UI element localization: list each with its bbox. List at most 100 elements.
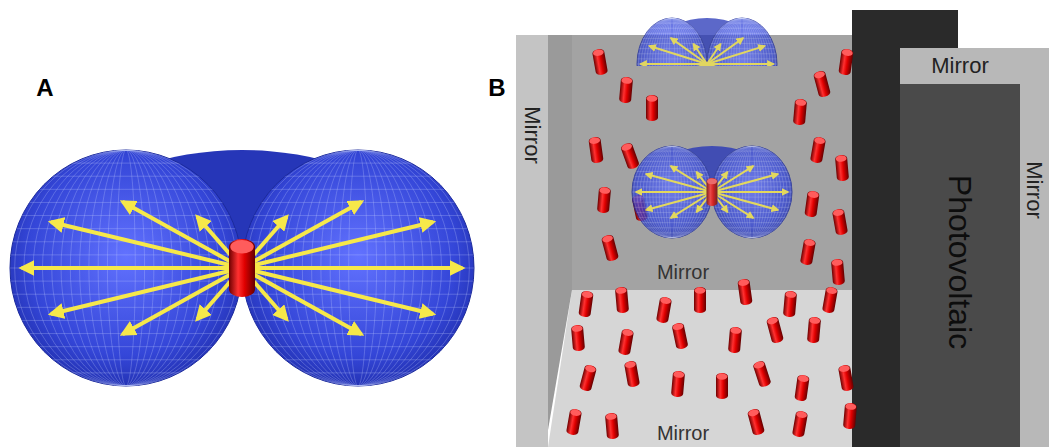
cylinder-top [616, 287, 627, 294]
mirror-label: Mirror [931, 55, 988, 77]
cylinder-top [809, 317, 820, 324]
cylinder-body [838, 48, 854, 75]
cylinder-body [793, 99, 807, 126]
right-mirror [900, 48, 1049, 447]
cylinder-body [566, 408, 582, 436]
mirror-label: Mirror [657, 262, 709, 282]
cylinder-top [606, 413, 617, 420]
emission-arrow [51, 268, 242, 314]
emitter-cylinder [794, 374, 810, 401]
mirror-label: Mirror [657, 423, 709, 443]
emission-arrow [51, 222, 242, 268]
emission-arrows [22, 202, 463, 334]
upper-pattern [637, 18, 777, 66]
cylinder-top [836, 155, 847, 162]
cylinder-top [621, 142, 633, 152]
cylinder-top [839, 365, 851, 373]
cylinder-body [624, 360, 640, 388]
cylinder-top [826, 287, 838, 295]
emission-arrow [22, 266, 242, 270]
torus-grid [632, 146, 792, 238]
cylinder-body [694, 287, 706, 313]
cylinder-top [625, 361, 637, 369]
cylinder-top [673, 371, 684, 378]
emitter-cylinder [783, 291, 797, 318]
cylinder-top [582, 291, 594, 299]
emission-arrow [671, 192, 712, 218]
torus-lobe [10, 150, 242, 386]
back-mirror [572, 35, 852, 290]
cylinder-body [810, 136, 826, 164]
cylinder-top [833, 209, 845, 217]
cylinder-body [838, 364, 854, 392]
torus-lobe [712, 146, 792, 238]
cylinder-top [570, 409, 582, 417]
cylinder-body [671, 322, 688, 350]
emitter-cylinder [831, 259, 845, 286]
cylinder-top [832, 259, 843, 266]
emission-arrow [707, 38, 743, 64]
emission-arrow [123, 268, 242, 334]
emitter-cylinder [588, 136, 604, 163]
emitter-cylinder [804, 190, 820, 217]
emitter-cylinder [792, 410, 808, 438]
emitter-cylinder [838, 48, 854, 75]
cylinder-body [728, 327, 742, 354]
emitter-cylinder [752, 360, 771, 388]
cylinder-body [571, 325, 585, 352]
panel-letter: B [488, 76, 505, 100]
cylinder-top [814, 137, 826, 145]
cylinder-top [584, 365, 596, 374]
cylinder-body [716, 373, 728, 399]
cylinder-body [592, 48, 608, 76]
emission-arrows [636, 166, 788, 218]
cylinder-top [804, 239, 816, 247]
cylinder-body [578, 290, 594, 317]
emitter-cylinder [807, 317, 821, 344]
emitter-cylinder [813, 70, 831, 98]
panel-b [516, 10, 1049, 447]
cylinder-top [602, 235, 614, 244]
emission-arrow [712, 191, 788, 193]
emission-arrow [712, 192, 753, 218]
emission-arrow [671, 64, 707, 66]
emission-arrow [712, 192, 778, 210]
emission-arrow [671, 38, 707, 64]
cylinder-body [783, 291, 797, 318]
emitter-cylinder [747, 408, 765, 436]
cylinder-body [832, 208, 848, 236]
emitter-field [566, 48, 857, 439]
emitter-cylinder [597, 187, 611, 214]
cylinder-top [717, 373, 728, 379]
emitter-cylinder [620, 142, 640, 171]
cylinder-body [792, 410, 808, 438]
mirror-label: Mirror [1023, 161, 1045, 218]
cylinder-top [672, 323, 684, 331]
emitter-cylinder [835, 155, 849, 182]
emitter-cylinder [766, 316, 784, 344]
photovoltaic-panel [900, 84, 1020, 447]
cylinder-body [707, 178, 718, 206]
emission-arrow [636, 191, 712, 193]
emitter-cylinder [793, 99, 807, 126]
floor-mirror [548, 290, 900, 447]
cylinder-body [752, 360, 771, 388]
emission-arrow [242, 202, 361, 268]
cylinder-top [660, 297, 672, 305]
left-mirror [516, 35, 548, 447]
emission-arrow [649, 64, 707, 66]
emitter-cylinder [832, 208, 848, 236]
cylinder-top [572, 325, 583, 332]
cylinder-body [618, 328, 634, 356]
cylinder-body [800, 238, 816, 266]
emitter-cylinder [619, 77, 633, 104]
cylinder-body [831, 259, 845, 286]
cylinder-body [615, 287, 629, 314]
cylinder-body [646, 95, 658, 121]
cylinder-top [798, 375, 810, 383]
torus-lobe [632, 146, 712, 238]
emitter-cylinder [656, 296, 672, 324]
emission-arrow [242, 268, 433, 314]
cylinder-body [843, 403, 857, 430]
